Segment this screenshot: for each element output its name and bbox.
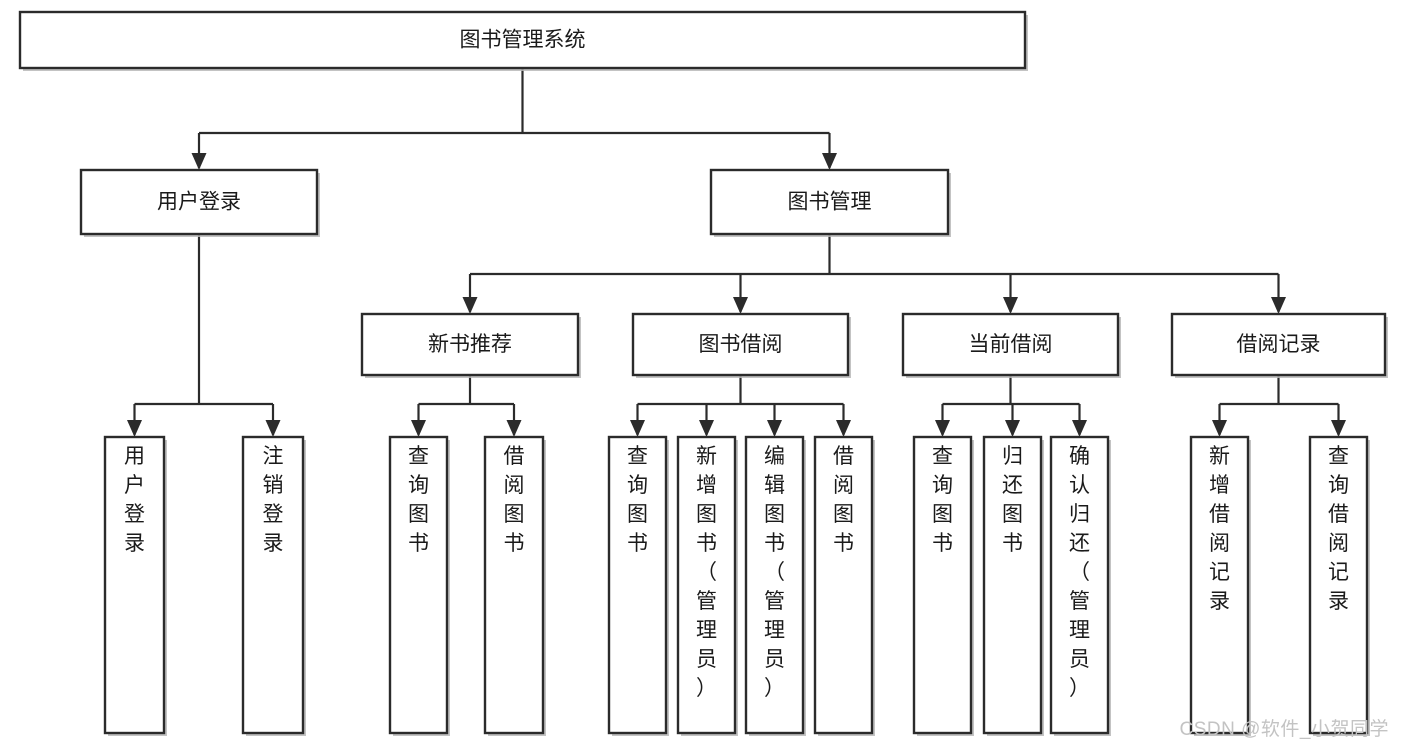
node-label: 用户登录 xyxy=(157,191,241,214)
node-leaf-borrow-book-rec[interactable]: 借阅图书 xyxy=(483,435,546,736)
connector-group xyxy=(191,68,837,170)
node-label: 用户登录 xyxy=(124,445,145,555)
node-label: 借阅记录 xyxy=(1237,333,1321,356)
node-root[interactable]: 图书管理系统 xyxy=(18,10,1028,71)
node-leaf-query-book-rec[interactable]: 查询图书 xyxy=(388,435,450,736)
node-rect[interactable] xyxy=(982,435,1043,735)
watermark-label: CSDN @软件_小贺同学 xyxy=(1179,719,1389,740)
node-label: 新增借阅记录 xyxy=(1209,445,1230,613)
node-label: 归还图书 xyxy=(1002,445,1023,555)
node-rect[interactable] xyxy=(103,435,166,735)
node-current-borrow[interactable]: 当前借阅 xyxy=(901,312,1121,378)
node-rect[interactable] xyxy=(1049,435,1110,735)
node-label: 图书借阅 xyxy=(699,333,783,356)
node-leaf-query-book-cur[interactable]: 查询图书 xyxy=(912,435,974,736)
node-book-manage[interactable]: 图书管理 xyxy=(709,168,951,237)
node-borrow-record[interactable]: 借阅记录 xyxy=(1170,312,1388,378)
node-label: 查询图书 xyxy=(408,445,429,555)
node-rect[interactable] xyxy=(709,168,950,236)
node-new-book-recommend[interactable]: 新书推荐 xyxy=(360,312,581,378)
node-rect[interactable] xyxy=(79,168,319,236)
connector-group xyxy=(127,234,281,437)
node-leaf-confirm-return[interactable]: 确认归还（管理员） xyxy=(1049,435,1111,736)
node-label: 注销登录 xyxy=(263,445,284,555)
node-user-login[interactable]: 用户登录 xyxy=(79,168,320,237)
node-leaf-user-login[interactable]: 用户登录 xyxy=(103,435,167,736)
node-label: 借阅图书 xyxy=(833,445,854,555)
connector-layer xyxy=(127,68,1346,437)
node-rect[interactable] xyxy=(483,435,545,735)
node-leaf-query-record[interactable]: 查询借阅记录 xyxy=(1308,435,1370,736)
node-label: 查询图书 xyxy=(932,445,953,555)
connector-group xyxy=(462,234,1286,314)
node-leaf-edit-book[interactable]: 编辑图书（管理员） xyxy=(744,435,806,736)
node-rect[interactable] xyxy=(631,312,850,377)
node-rect[interactable] xyxy=(912,435,973,735)
node-rect[interactable] xyxy=(241,435,305,735)
node-rect[interactable] xyxy=(901,312,1120,377)
node-label: 借阅图书 xyxy=(504,445,525,555)
node-rect[interactable] xyxy=(1170,312,1387,377)
node-label: 查询借阅记录 xyxy=(1328,445,1349,613)
node-rect[interactable] xyxy=(18,10,1027,70)
node-book-borrow[interactable]: 图书借阅 xyxy=(631,312,851,378)
node-leaf-add-record[interactable]: 新增借阅记录 xyxy=(1189,435,1251,736)
connector-group xyxy=(1212,375,1346,437)
node-label: 编辑图书（管理员） xyxy=(764,445,785,700)
node-leaf-query-book-borrow[interactable]: 查询图书 xyxy=(607,435,669,736)
node-rect[interactable] xyxy=(360,312,580,377)
node-label: 图书管理 xyxy=(788,191,872,214)
node-label: 图书管理系统 xyxy=(460,29,586,52)
node-layer: 图书管理系统用户登录图书管理新书推荐图书借阅当前借阅借阅记录用户登录注销登录查询… xyxy=(18,10,1388,736)
node-rect[interactable] xyxy=(388,435,449,735)
node-label: 当前借阅 xyxy=(969,333,1053,356)
node-label: 新书推荐 xyxy=(428,333,512,356)
node-label: 确认归还（管理员） xyxy=(1069,445,1090,700)
connector-group xyxy=(630,375,851,437)
connector-group xyxy=(411,375,522,437)
node-rect[interactable] xyxy=(744,435,805,735)
node-rect[interactable] xyxy=(1189,435,1250,735)
node-rect[interactable] xyxy=(676,435,737,735)
node-rect[interactable] xyxy=(1308,435,1369,735)
node-rect[interactable] xyxy=(607,435,668,735)
node-leaf-add-book[interactable]: 新增图书（管理员） xyxy=(676,435,738,736)
node-rect[interactable] xyxy=(813,435,874,735)
node-label: 查询图书 xyxy=(627,445,648,555)
connector-group xyxy=(935,375,1087,437)
node-leaf-borrow-book[interactable]: 借阅图书 xyxy=(813,435,875,736)
node-label: 新增图书（管理员） xyxy=(696,445,717,700)
node-leaf-user-logout[interactable]: 注销登录 xyxy=(241,435,306,736)
node-leaf-return-book[interactable]: 归还图书 xyxy=(982,435,1044,736)
